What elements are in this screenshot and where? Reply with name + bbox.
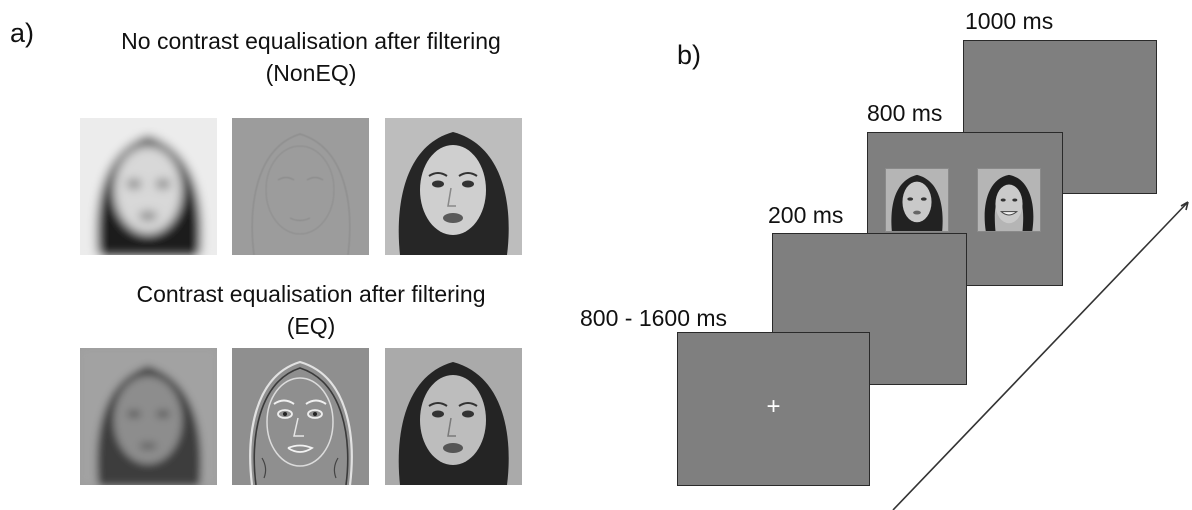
fixation-screen: + bbox=[677, 332, 870, 486]
timing-label-fixation: 800 - 1600 ms bbox=[580, 305, 728, 331]
fixation-cross: + bbox=[766, 393, 781, 420]
noneq-highpass-face-image bbox=[232, 118, 369, 255]
timing-label-faces: 800 ms bbox=[867, 100, 943, 126]
timing-label-blank2: 1000 ms bbox=[965, 8, 1054, 34]
eq-title-line2: (EQ) bbox=[286, 313, 336, 339]
noneq-title-line2: (NonEQ) bbox=[265, 60, 357, 86]
right-face-image bbox=[977, 168, 1041, 232]
left-face-image bbox=[885, 168, 949, 232]
noneq-original-face-image bbox=[385, 118, 522, 255]
panel-b-label: b) bbox=[677, 40, 702, 70]
eq-original-face-image bbox=[385, 348, 522, 485]
eq-title-line1: Contrast equalisation after filtering bbox=[136, 281, 486, 307]
eq-highpass-face-image bbox=[232, 348, 369, 485]
noneq-lowpass-face-image bbox=[80, 118, 217, 255]
timing-label-blank1: 200 ms bbox=[768, 202, 844, 228]
panel-a-label: a) bbox=[10, 18, 35, 48]
faces-screen bbox=[867, 132, 1063, 286]
noneq-title-line1: No contrast equalisation after filtering bbox=[121, 28, 501, 54]
eq-lowpass-face-image bbox=[80, 348, 217, 485]
